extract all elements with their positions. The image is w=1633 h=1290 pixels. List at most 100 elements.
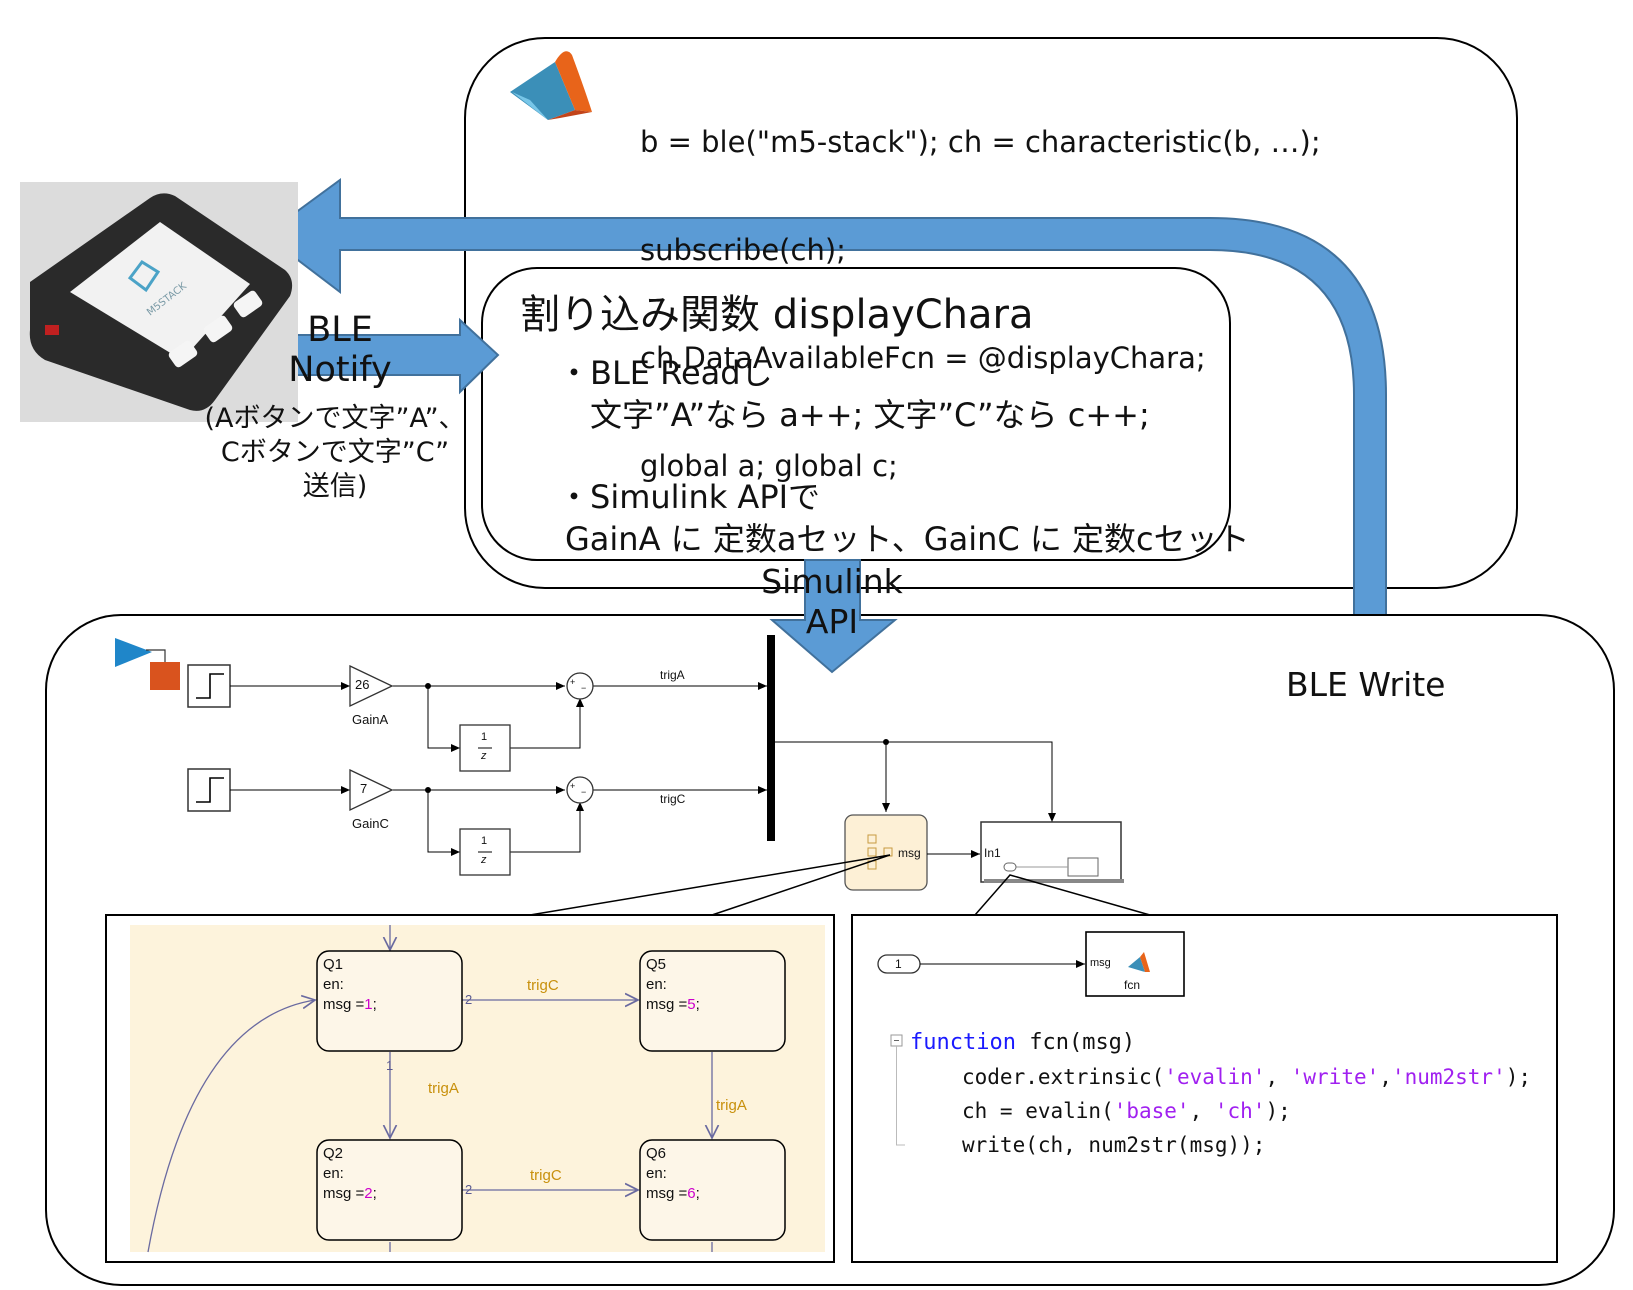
state-action-value: 5 [687, 996, 696, 1013]
signal-trigC: trigC [660, 792, 686, 806]
state-action-prefix: msg = [646, 1185, 688, 1202]
gain-block-a[interactable] [349, 664, 394, 708]
code-string: 'write' [1290, 1065, 1380, 1089]
code-keyword: function [910, 1030, 1016, 1055]
fcn-block-name: fcn [1124, 978, 1141, 992]
ble-notify-note3: 送信) [302, 471, 368, 502]
simulink-run-icon [115, 638, 180, 690]
sum-c-minus: − [581, 787, 587, 797]
code-text: fcn(msg) [1015, 1030, 1136, 1055]
state-action-suffix: ; [695, 996, 700, 1013]
stateflow-chart-block[interactable] [844, 814, 928, 891]
state-action-prefix: msg = [646, 996, 688, 1013]
simulink-api-label: Simulink API [742, 562, 922, 642]
matlab-logo-icon [510, 51, 592, 120]
state-q2-text: Q2 en: msg =2; [323, 1144, 377, 1204]
transition-q1-q2-label: trigA [428, 1080, 459, 1097]
state-q6-action: msg =6; [646, 1184, 700, 1204]
sum-block-a[interactable] [566, 672, 594, 700]
fcn-port-msg: msg [1090, 957, 1111, 969]
state-q2-action: msg =2; [323, 1184, 377, 1204]
simulink-api-line1: Simulink [761, 562, 903, 601]
gain-block-c[interactable] [349, 768, 394, 812]
simulink-api-arrow [769, 559, 898, 674]
state-q1-text: Q1 en: msg =1; [323, 955, 377, 1015]
transition-q5-q6-label: trigA [716, 1097, 747, 1114]
delay-a-den: z [481, 750, 487, 762]
fcn-panel [851, 914, 1558, 1263]
sum-c-plus: + [570, 781, 576, 791]
code-text: ch = evalin( [962, 1099, 1114, 1123]
state-q6[interactable] [639, 1139, 786, 1241]
ble-notify-label: BLE Notify [260, 310, 420, 390]
state-q2[interactable] [316, 1139, 463, 1241]
matlab-code-line: global a; global c; [640, 449, 898, 483]
state-action-suffix: ; [695, 1185, 700, 1202]
ble-notify-note1: (Aボタンで文字”A”、 [204, 403, 466, 434]
matlab-code-line: ch.DataAvailableFcn = @displayChara; [640, 341, 1206, 375]
code-text: , [1379, 1065, 1392, 1089]
code-text: ); [1265, 1099, 1291, 1123]
ble-write-label: BLE Write [1286, 665, 1446, 704]
matlab-code-text: b = ble("m5-stack"); ch = characteristic… [640, 52, 1321, 520]
triggered-subsystem-block[interactable] [980, 821, 1122, 883]
chart-port-msg: msg [898, 846, 921, 860]
state-q1-action: msg =1; [323, 995, 377, 1015]
delay-c-den: z [481, 854, 487, 866]
fcn-code-line-4: write(ch, num2str(msg)); [962, 1133, 1266, 1157]
simulink-api-line2: API [805, 602, 859, 641]
matlab-code-line: subscribe(ch); [640, 233, 846, 267]
state-q5-action: msg =5; [646, 995, 700, 1015]
state-q6-name: Q6 [646, 1145, 667, 1162]
gain-a-name: GainA [352, 712, 389, 727]
state-q6-text: Q6 en: msg =6; [646, 1144, 700, 1204]
interrupt-bullet-1a: ・BLE Readし [558, 354, 773, 392]
transition-q1-q2-order: 1 [386, 1058, 394, 1073]
state-action-value: 6 [687, 1185, 696, 1202]
delay-c-num: 1 [481, 835, 488, 847]
fcn-code-line-2: coder.extrinsic('evalin', 'write','num2s… [962, 1060, 1531, 1094]
fcn-code-line-1: function fcn(msg) [910, 1026, 1135, 1060]
matlab-code-line: b = ble("m5-stack"); ch = characteristic… [640, 125, 1321, 159]
mux-block[interactable] [767, 635, 775, 841]
m5stack-device-photo: M5STACK [20, 182, 298, 422]
state-q1[interactable] [316, 950, 463, 1052]
sum-a-plus: + [570, 677, 576, 687]
code-text: coder.extrinsic( [962, 1065, 1165, 1089]
interrupt-title: 割り込み関数 displayChara [520, 292, 1034, 338]
signal-trigA: trigA [660, 668, 685, 682]
code-text: , [1265, 1065, 1291, 1089]
ble-notify-note: (Aボタンで文字”A”、 Cボタンで文字”C” 送信) [200, 402, 470, 504]
code-string: 'evalin' [1164, 1065, 1266, 1089]
state-q5[interactable] [639, 950, 786, 1052]
state-action-prefix: msg = [323, 1185, 365, 1202]
state-q5-entry: en: [646, 976, 667, 993]
state-action-suffix: ; [372, 996, 377, 1013]
state-q1-entry: en: [323, 976, 344, 993]
sum-block-c[interactable] [566, 776, 594, 804]
state-q2-entry: en: [323, 1165, 344, 1182]
transition-q2-q6-label: trigC [530, 1167, 562, 1184]
matlab-fcn-logo-icon [1128, 952, 1150, 972]
gain-a-value: 26 [355, 677, 370, 692]
inport-number: 1 [895, 957, 902, 971]
state-q2-name: Q2 [323, 1145, 344, 1162]
step-block-c[interactable] [187, 768, 231, 812]
ble-notify-line2: Notify [288, 350, 392, 390]
fcn-code-line-3: ch = evalin('base', 'ch'); [962, 1094, 1291, 1128]
transition-q2-q6-order: 2 [465, 1182, 473, 1197]
transition-q1-q5-order: 2 [465, 992, 473, 1007]
interrupt-bullet-2b: GainA に 定数aセット、GainC に 定数cセット [565, 520, 1250, 558]
state-action-prefix: msg = [323, 996, 365, 1013]
interrupt-bullet-1b: 文字”A”なら a++; 文字”C”なら c++; [590, 396, 1150, 434]
state-action-value: 2 [364, 1185, 373, 1202]
state-action-value: 1 [364, 996, 373, 1013]
delay-a-num: 1 [481, 731, 488, 743]
code-text: , [1189, 1099, 1215, 1123]
ble-notify-line1: BLE [307, 310, 373, 350]
ble-notify-note2: Cボタンで文字”C” [220, 437, 450, 468]
step-block-a[interactable] [187, 664, 231, 708]
state-q5-text: Q5 en: msg =5; [646, 955, 700, 1015]
subsystem-port-in1: In1 [984, 846, 1001, 860]
